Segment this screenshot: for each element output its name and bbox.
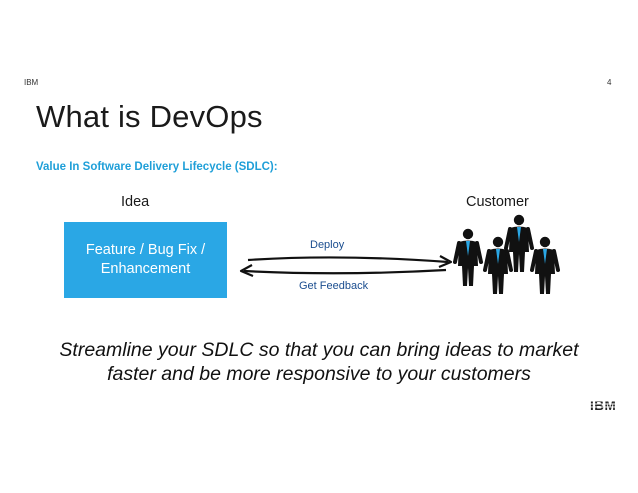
slide-subtitle: Value In Software Delivery Lifecycle (SD… — [36, 161, 278, 173]
right-arrow-icon — [247, 255, 453, 269]
ibm-logo: IBM — [590, 398, 624, 412]
person-icon — [453, 226, 483, 288]
feature-box-line1: Feature / Bug Fix / — [85, 242, 206, 258]
deploy-feedback-arrows — [239, 255, 453, 278]
page-number: 4 — [607, 78, 612, 87]
header-company: IBM — [24, 78, 39, 87]
slide-title: What is DevOps — [36, 99, 263, 134]
idea-label: Idea — [121, 194, 150, 210]
feature-box-line2: Enhancement — [100, 261, 191, 277]
customer-label: Customer — [466, 194, 529, 210]
left-arrow-icon — [239, 264, 447, 278]
tagline-line2: faster and be more responsive to your cu… — [107, 363, 531, 385]
deploy-label: Deploy — [310, 239, 345, 251]
person-icon — [530, 234, 560, 296]
feature-box: Feature / Bug Fix / Enhancement — [64, 222, 227, 298]
ibm-logo-text: IBM — [590, 398, 616, 412]
feedback-label: Get Feedback — [299, 280, 369, 292]
customers-group-icon — [453, 212, 560, 296]
tagline-line1: Streamline your SDLC so that you can bri… — [59, 339, 579, 361]
tagline: Streamline your SDLC so that you can bri… — [0, 338, 638, 386]
